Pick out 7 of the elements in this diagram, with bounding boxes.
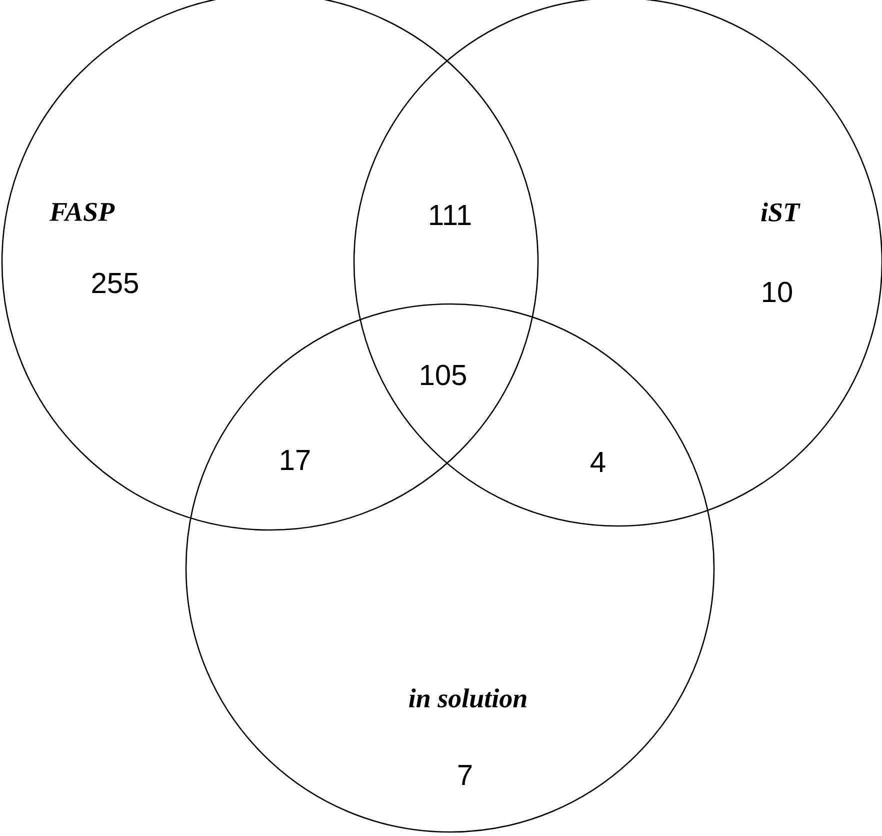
region-count: 105 <box>421 364 466 386</box>
region-count: 4 <box>590 452 606 472</box>
region-count: 255 <box>92 272 138 294</box>
region-count: 111 <box>430 205 471 225</box>
region-count: 17 <box>281 450 310 470</box>
region-count: 7 <box>458 765 472 785</box>
region-count: 10 <box>763 282 792 302</box>
